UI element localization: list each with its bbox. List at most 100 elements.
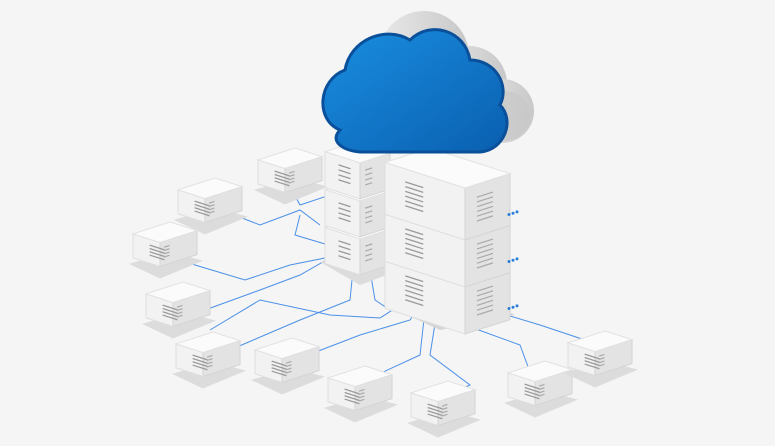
vent-line [358,388,365,392]
vent-line [344,395,360,402]
vent-line [344,398,360,405]
connection-line [204,254,336,311]
top-face [566,330,634,353]
vent-line [427,406,443,413]
indicator-dot [507,259,511,263]
vent-line [405,228,424,236]
vent-line [405,200,424,208]
vent-line [274,180,290,187]
vent-line [344,388,360,395]
vent-line [405,275,424,283]
vent-line [524,386,540,393]
vent-line [149,254,165,261]
indicator-dot [515,210,519,214]
vent-line [441,403,448,407]
vent-line [206,364,213,368]
vent-line [194,200,210,207]
client-server-box [172,331,246,389]
vent-line [271,363,287,370]
top-face [176,177,244,200]
vent-line [365,167,373,171]
vent-line [427,403,443,410]
vent-line [176,308,183,312]
vent-line [365,215,373,219]
vent-line [192,361,208,368]
vent-line [206,354,213,358]
top-face [144,281,212,304]
top-face [253,337,321,360]
vent-line [476,309,494,316]
vent-line [538,393,545,397]
vent-line [524,393,540,400]
vent-line [476,196,494,203]
vent-line [149,251,165,258]
vent-line [208,204,215,208]
vent-line [405,195,424,203]
vent-line [405,181,424,189]
vent-line [441,410,448,414]
client-server-box [129,221,203,279]
vent-line [271,367,287,374]
client-server-box [324,365,398,423]
vent-line [271,370,287,377]
vent-line [338,164,351,170]
vent-line [598,360,605,364]
top-face [506,360,574,383]
vent-line [288,177,295,181]
vent-line [271,360,287,367]
vent-line [365,172,373,176]
vent-line [584,360,600,367]
vent-line [285,360,292,364]
server-unit [383,147,519,241]
vent-line [338,250,351,256]
vent-line [274,170,290,177]
vent-line [208,207,215,211]
vent-line [206,358,213,362]
indicator-dot [507,212,511,216]
vent-line [538,390,545,394]
vent-line [476,290,494,297]
vent-line [288,174,295,178]
vent-line [405,284,424,292]
vent-line [365,220,373,224]
vent-line [365,205,373,209]
vent-line [163,248,170,252]
vent-line [176,311,183,315]
client-server-box [407,380,481,438]
vent-line [338,255,351,261]
vent-line [358,392,365,396]
vent-line [288,180,295,184]
top-face [326,365,394,388]
vent-line [365,253,373,257]
vent-line [194,210,210,217]
vent-line [405,237,424,245]
secondary-server-stack [320,141,400,285]
server-unit [323,141,392,200]
connection-line [209,299,409,331]
cloud-icon [321,11,534,154]
vent-line [206,361,213,365]
main-server-tower [383,147,519,335]
vent-line [476,205,494,213]
vent-line [149,247,165,254]
vent-line [365,177,373,181]
vent-line [162,304,178,311]
client-server-box [564,330,638,388]
vent-line [405,280,424,288]
vent-line [365,182,373,186]
indicator-dot [507,306,511,310]
vent-line [427,410,443,417]
vent-line [192,364,208,371]
vent-line [162,311,178,318]
vent-line [285,367,292,371]
vent-line [274,173,290,180]
connection-line [231,209,321,226]
vent-line [405,205,424,213]
vent-line [405,252,424,260]
top-face [409,380,477,403]
vent-line [344,391,360,398]
vent-line [208,200,215,204]
vent-line [338,217,351,223]
indicator-dot [515,257,519,261]
